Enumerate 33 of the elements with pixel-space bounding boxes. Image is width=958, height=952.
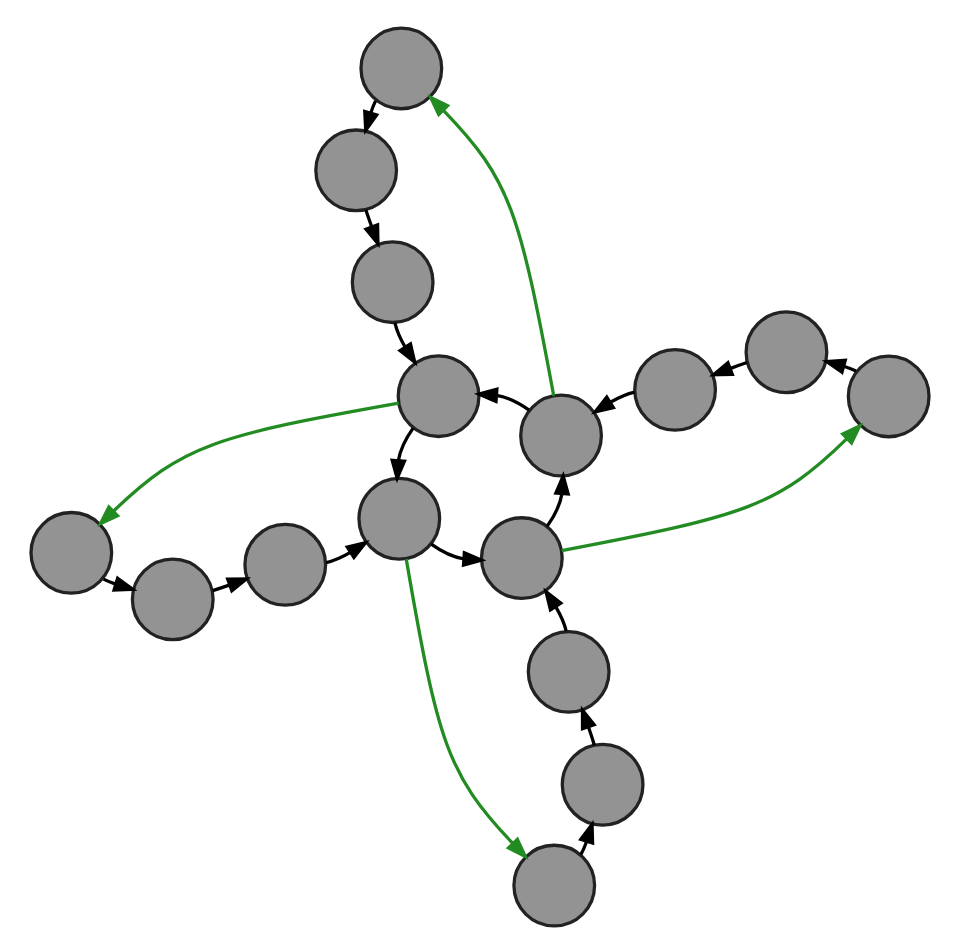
arrow bbox=[362, 99, 379, 134]
node-circle bbox=[478, 515, 563, 600]
arrow bbox=[589, 389, 635, 414]
arrow bbox=[542, 586, 567, 631]
arrow bbox=[577, 818, 594, 855]
node-circle bbox=[242, 521, 327, 606]
arrow bbox=[544, 469, 570, 527]
node-circle bbox=[559, 741, 644, 826]
node-circle bbox=[356, 475, 441, 560]
arrow bbox=[472, 385, 530, 411]
node-circle bbox=[518, 392, 603, 477]
arrow bbox=[389, 426, 414, 483]
node-circle bbox=[632, 346, 717, 431]
node-circle bbox=[743, 309, 828, 394]
arrow bbox=[95, 400, 399, 527]
node-circle bbox=[845, 353, 930, 438]
node-circle bbox=[349, 239, 434, 324]
arrow bbox=[560, 421, 863, 552]
arrow bbox=[708, 359, 747, 376]
arrow bbox=[579, 704, 596, 745]
arrow bbox=[392, 321, 417, 366]
arrow bbox=[820, 357, 856, 374]
node-circle bbox=[313, 127, 398, 212]
node-circle bbox=[525, 628, 610, 713]
arrow bbox=[362, 208, 379, 248]
node-circle bbox=[129, 556, 214, 641]
arrow bbox=[429, 541, 486, 567]
node-circle bbox=[395, 353, 480, 438]
arrow bbox=[403, 557, 528, 859]
arrow bbox=[211, 576, 251, 593]
arrow bbox=[426, 92, 555, 395]
arrow bbox=[101, 574, 137, 591]
arrow bbox=[324, 539, 369, 564]
